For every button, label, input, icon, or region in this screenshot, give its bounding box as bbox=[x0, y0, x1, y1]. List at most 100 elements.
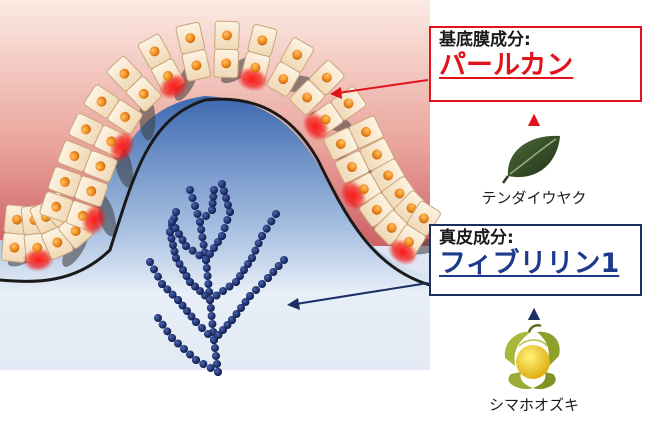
fibrillin-bead bbox=[202, 264, 211, 272]
fibrillin-bead bbox=[175, 260, 184, 268]
basal-cell bbox=[236, 24, 278, 92]
fibrillin-bead bbox=[199, 360, 208, 368]
fibrillin-bead bbox=[169, 241, 177, 249]
arrow-to-basement-membrane bbox=[337, 79, 429, 94]
fibrillin-bead bbox=[171, 224, 180, 232]
fibrillin-bead bbox=[236, 272, 244, 280]
fibrillin-bead bbox=[146, 258, 154, 266]
fibrillin-bead bbox=[207, 312, 216, 320]
fibrillin-bead bbox=[196, 218, 204, 226]
basal-cell bbox=[47, 166, 109, 207]
basement-membrane-heading: 基底膜成分: bbox=[439, 30, 531, 50]
fibrillin-bead bbox=[158, 280, 166, 288]
fibrillin-bead bbox=[199, 240, 208, 249]
dermal-papilla bbox=[0, 96, 430, 370]
fibrillin-bead bbox=[186, 186, 194, 194]
fibrillin-bead bbox=[251, 246, 260, 255]
fibrillin-bead bbox=[212, 291, 221, 300]
fibrillin-bead bbox=[203, 272, 212, 280]
fibrillin-bead bbox=[223, 216, 232, 224]
fibrillin-bead bbox=[241, 298, 250, 306]
basal-cell bbox=[266, 37, 314, 97]
fibrillin-bead bbox=[172, 254, 180, 262]
fibrillin-bead bbox=[272, 210, 280, 218]
basal-cell bbox=[175, 21, 212, 82]
arrow-to-fibrillin bbox=[295, 282, 429, 305]
fibrillin-bead bbox=[175, 230, 183, 238]
basal-cell bbox=[323, 115, 384, 161]
perlecan-glow bbox=[22, 247, 55, 272]
fibrillin-bead bbox=[214, 238, 222, 246]
basal-cell bbox=[374, 190, 430, 246]
basal-cell bbox=[39, 191, 107, 236]
fibrillin-bead bbox=[172, 208, 180, 216]
fibrillin-bead bbox=[182, 242, 190, 250]
fibrillin-bead bbox=[166, 228, 174, 236]
leaf-icon bbox=[501, 135, 560, 184]
fibrillin-bead bbox=[206, 296, 214, 304]
perlecan-glow bbox=[236, 66, 269, 92]
fibrillin-bead bbox=[246, 292, 254, 300]
fibrillin-bead bbox=[192, 356, 200, 364]
fibrillin-bead bbox=[197, 225, 206, 234]
fibrillin-bead bbox=[170, 247, 179, 256]
fibrillin-bead bbox=[178, 301, 187, 310]
fibrillin-bead bbox=[248, 254, 256, 262]
fibrillin-bead bbox=[280, 256, 288, 264]
blue-up-arrow-icon: ▲ bbox=[527, 303, 541, 322]
fibrillin-bead bbox=[168, 290, 177, 299]
basal-cell bbox=[57, 140, 118, 183]
fibrillin-bead bbox=[211, 344, 219, 352]
fibrillin-bead bbox=[262, 224, 271, 233]
fibrillin-bead bbox=[206, 364, 215, 372]
fibrillin-bead bbox=[168, 218, 176, 226]
red-up-arrow-icon: ▲ bbox=[527, 109, 541, 128]
fibrillin-bead bbox=[222, 194, 230, 202]
fibrillin-bead bbox=[150, 265, 158, 274]
fibrillin-bead bbox=[214, 368, 222, 376]
basal-cell bbox=[289, 59, 345, 116]
fibrillin-bead bbox=[180, 345, 188, 353]
fibrillin-bead bbox=[202, 212, 210, 220]
fibrillin-bead bbox=[258, 280, 266, 288]
arrow-head-red bbox=[330, 87, 342, 99]
physalis-fruit-icon bbox=[504, 324, 560, 390]
fibrillin-bead bbox=[163, 327, 172, 336]
fibrillin-bead bbox=[254, 239, 263, 248]
fibrillin-bead bbox=[191, 202, 199, 210]
fibrillin-bead bbox=[204, 280, 213, 288]
fibrillin-bead bbox=[232, 310, 241, 318]
fibrillin-bead bbox=[267, 217, 276, 226]
basal-cell bbox=[137, 33, 189, 100]
fibrillin-bead bbox=[219, 287, 227, 295]
fibrillin-bead bbox=[206, 250, 214, 258]
fibrillin-bead bbox=[174, 339, 182, 348]
arrow-head-blue bbox=[287, 298, 300, 310]
fibrillin-bead bbox=[226, 208, 234, 216]
dermal-component-box: 真皮成分: フィブリリン1 bbox=[429, 224, 642, 296]
basement-membrane-component-box: 基底膜成分: パールカン bbox=[429, 26, 642, 102]
fibrillin-bead bbox=[220, 224, 229, 232]
fibrillin-bead bbox=[212, 352, 220, 360]
fibrillin-bead bbox=[258, 232, 266, 240]
basal-cell bbox=[106, 56, 162, 112]
fibrillin-bead bbox=[244, 260, 252, 268]
fibrillin-bead bbox=[252, 286, 260, 294]
basal-cell bbox=[213, 20, 240, 79]
fibrillin-bead bbox=[186, 278, 194, 286]
fibrillin-bead bbox=[218, 180, 226, 188]
fibrillin-bead bbox=[195, 251, 204, 260]
fibrillin-bead bbox=[213, 360, 221, 368]
fibrillin-label: フィブリリン1 bbox=[439, 248, 620, 279]
dermal-heading: 真皮成分: bbox=[439, 228, 514, 248]
perlecan-glow bbox=[109, 131, 135, 162]
fibrillin-bead bbox=[210, 186, 218, 194]
fibrillin-bead bbox=[186, 350, 194, 359]
fibrillin-bead bbox=[183, 307, 191, 315]
fibrillin-bead bbox=[204, 330, 212, 338]
basal-cell bbox=[68, 112, 135, 162]
basement-membrane bbox=[0, 97, 431, 287]
basal-cell bbox=[334, 138, 395, 184]
fibrillin-bead bbox=[168, 334, 176, 342]
plant-caption-tendaiuyaku: テンダイウヤク bbox=[481, 189, 587, 207]
